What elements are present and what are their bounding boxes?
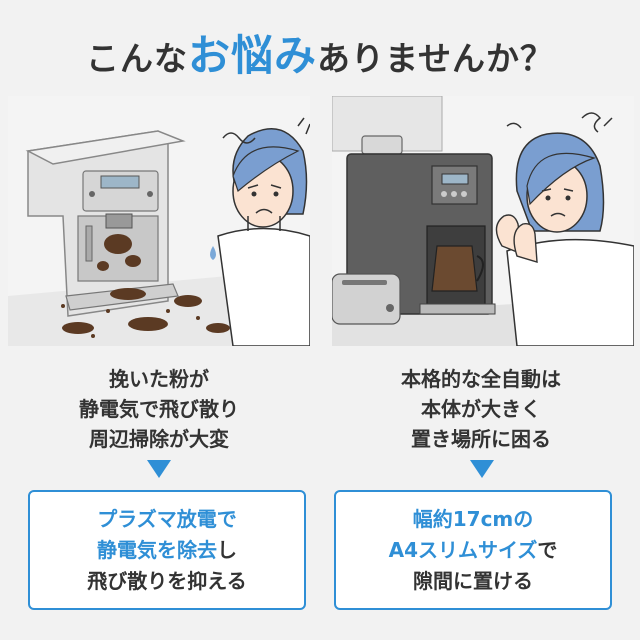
problem-left-line-2: 静電気で飛び散り: [79, 397, 239, 421]
illustration-left: [8, 96, 310, 346]
bulky-machine-illustration: [332, 96, 634, 346]
problem-right-line-1: 本格的な全自動は: [401, 367, 561, 391]
solution-box-right: 幅約17cmの A4スリムサイズで 隙間に置ける: [334, 490, 612, 610]
solution-right-line-2: A4スリムサイズで: [389, 535, 558, 566]
down-arrow-icon: [470, 460, 494, 478]
problem-text-right: 本格的な全自動は 本体が大きく 置き場所に困る: [336, 364, 626, 454]
problem-left-line-1: 挽いた粉が: [109, 367, 209, 391]
solution-right-line-3: 隙間に置ける: [413, 568, 533, 593]
headline-post: ありませんか？: [317, 39, 555, 78]
solution-left-line-2-dark: し: [217, 537, 237, 562]
solution-right-line-2-dark: で: [537, 537, 558, 562]
problem-text-left: 挽いた粉が 静電気で飛び散り 周辺掃除が大変: [14, 364, 304, 454]
solution-left-line-1: プラズマ放電で: [97, 506, 237, 531]
solution-right-line-2-blue: A4スリムサイズ: [388, 537, 538, 562]
illustration-right: [332, 96, 634, 346]
solution-left-line-2: 静電気を除去し: [97, 535, 237, 566]
headline-accent: お悩み: [187, 31, 317, 80]
solution-box-left: プラズマ放電で 静電気を除去し 飛び散りを抑える: [28, 490, 306, 610]
down-arrow-icon: [147, 460, 171, 478]
problem-right-line-3: 置き場所に困る: [411, 427, 551, 451]
headline: こんなお悩みありませんか？: [0, 22, 640, 83]
grinder-mess-illustration: [8, 96, 310, 346]
headline-pre: こんな: [85, 39, 188, 78]
problem-right-line-2: 本体が大きく: [421, 397, 541, 421]
solution-right-line-1: 幅約17cmの: [412, 506, 534, 531]
solution-left-line-3: 飛び散りを抑える: [87, 568, 247, 593]
solution-left-line-2-blue: 静電気を除去: [97, 537, 217, 562]
problem-left-line-3: 周辺掃除が大変: [89, 427, 229, 451]
